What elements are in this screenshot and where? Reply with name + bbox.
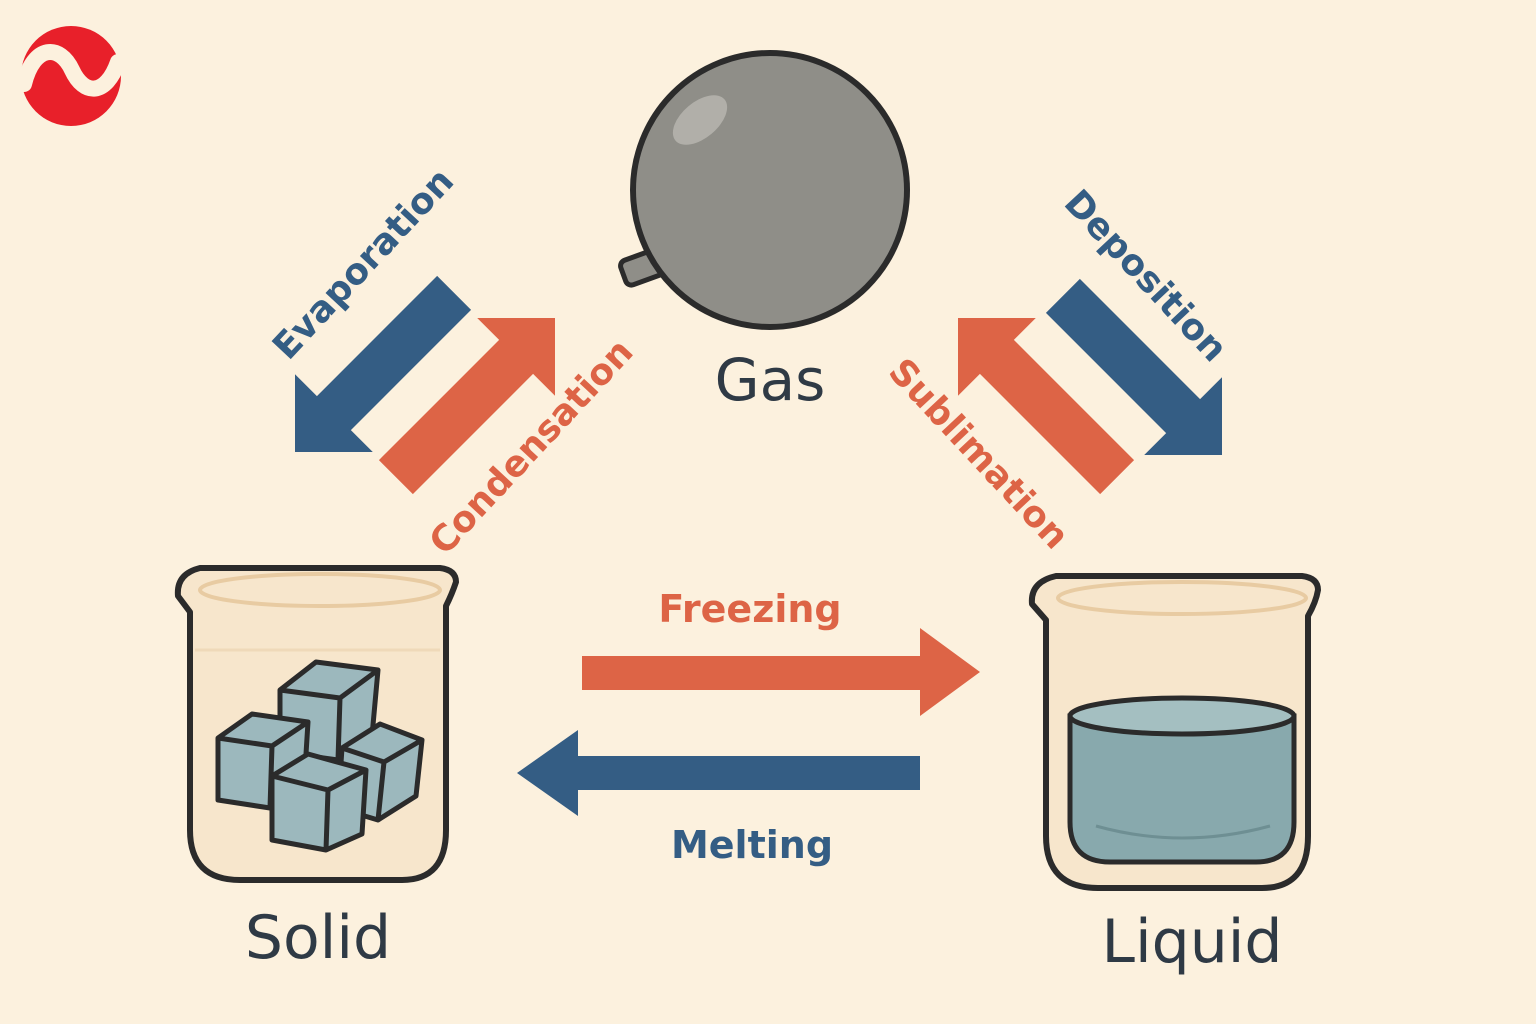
evaporation-arrow <box>295 275 472 452</box>
melting-label: Melting <box>671 823 833 867</box>
freezing-label: Freezing <box>658 587 841 631</box>
sublimation-arrow <box>958 318 1135 495</box>
brand-wave-logo-icon[interactable] <box>16 26 126 126</box>
balloon-icon <box>618 50 910 330</box>
solid-label: Solid <box>245 903 391 973</box>
condensation-arrow <box>378 318 555 495</box>
beaker-ice-icon <box>174 565 459 883</box>
beaker-water-icon[interactable] <box>1028 573 1321 891</box>
gas-label: Gas <box>715 346 826 414</box>
liquid-label: Liquid <box>1102 907 1283 977</box>
melting-arrow <box>517 730 920 816</box>
deposition-arrow <box>1045 278 1222 455</box>
freezing-arrow <box>582 628 980 716</box>
